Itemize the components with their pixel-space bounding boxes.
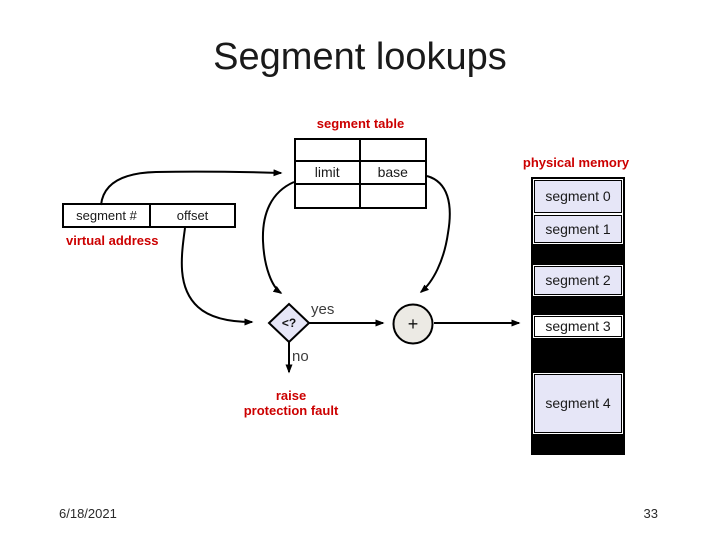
limit-cell: limit	[296, 162, 361, 185]
adder-symbol: +	[407, 314, 419, 334]
memory-gap	[533, 243, 623, 266]
segment-table-cell	[360, 140, 425, 163]
offset-field: offset	[176, 208, 209, 223]
memory-gap	[533, 337, 623, 374]
protection-fault-line2: protection fault	[243, 403, 339, 418]
comparator-symbol: <?	[281, 316, 297, 330]
arrow-segment-number-to-table	[100, 169, 283, 206]
segment-table-cell	[361, 185, 426, 207]
virtual-address-label: virtual address	[66, 233, 159, 248]
yes-label: yes	[311, 301, 335, 318]
no-label: no	[292, 348, 309, 365]
page-title: Segment lookups	[213, 36, 507, 78]
physical-memory-column: segment 0 segment 1 segment 2 segment 3 …	[531, 177, 625, 455]
base-cell: base	[360, 162, 425, 185]
segment-table-label: segment table	[316, 116, 405, 131]
segment-table-cell	[296, 184, 361, 207]
footer-page-number: 33	[643, 506, 658, 521]
physical-memory-label: physical memory	[522, 155, 630, 170]
segment-number-field: segment #	[64, 205, 151, 226]
memory-segment-3: segment 3	[534, 316, 622, 337]
footer-date: 6/18/2021	[59, 506, 117, 521]
arrow-offset-to-comparator	[180, 227, 254, 326]
segment-table: limit base	[294, 138, 427, 209]
arrow-limit-to-comparator	[261, 181, 295, 294]
protection-fault-label: raise protection fault	[229, 388, 353, 418]
segment-table-cell	[296, 140, 361, 163]
memory-segment-2: segment 2	[534, 266, 622, 295]
memory-segment-0: segment 0	[534, 180, 622, 213]
virtual-address-box: segment # offset	[62, 203, 236, 228]
memory-segment-1: segment 1	[534, 215, 622, 243]
memory-segment-4: segment 4	[534, 374, 622, 433]
protection-fault-line1: raise	[275, 388, 307, 403]
memory-gap	[534, 213, 622, 215]
memory-gap	[533, 295, 623, 316]
